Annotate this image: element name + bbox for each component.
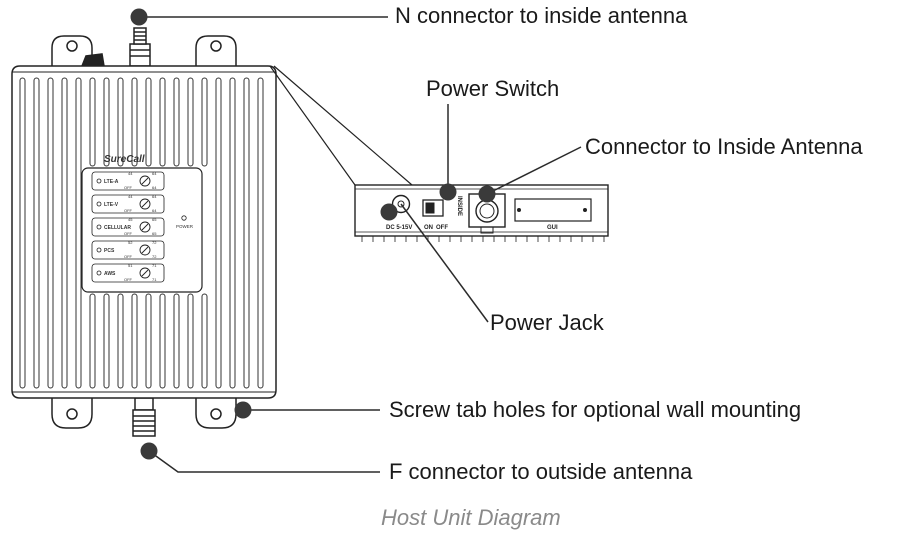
- dot-n-connector: [130, 8, 148, 26]
- band-hi-label: 72: [152, 240, 157, 245]
- dot-power-switch: [439, 183, 457, 201]
- band-hi-label: 64: [152, 194, 157, 199]
- on-label: ON: [424, 225, 433, 231]
- band-name: LTE-V: [104, 202, 119, 208]
- band-hi-label: 71: [152, 277, 157, 282]
- gui-port: [514, 198, 592, 222]
- callout-screw-tabs: Screw tab holes for optional wall mounti…: [389, 397, 802, 422]
- band-hi-label: 71: [152, 263, 157, 268]
- band-off-label: OFF: [124, 277, 133, 282]
- callout-power-jack: Power Jack: [490, 310, 604, 335]
- band-lo-label: 44: [128, 171, 133, 176]
- dot-f-connector: [140, 442, 158, 460]
- dot-inside-antenna: [478, 185, 496, 203]
- band-hi-label: 64: [152, 208, 157, 213]
- callout-connector-inside: Connector to Inside Antenna: [585, 134, 863, 159]
- band-lo-label: 45: [128, 217, 133, 222]
- off-label: OFF: [436, 225, 448, 231]
- mount-tab-bottom-right: [195, 398, 237, 429]
- band-led: [96, 224, 102, 230]
- power-led: [181, 215, 187, 221]
- band-led: [96, 178, 102, 184]
- top-switch: [81, 53, 105, 67]
- band-name: PCS: [104, 248, 115, 254]
- callout-n-connector: N connector to inside antenna: [395, 3, 688, 28]
- leader-lines: [139, 16, 582, 473]
- f-connector: [132, 397, 156, 437]
- gui-label: GUI: [547, 225, 558, 231]
- band-hi-label: 64: [152, 171, 157, 176]
- dc-label: DC 5-15V: [386, 225, 412, 231]
- band-led: [96, 270, 102, 276]
- band-name: LTE-A: [104, 179, 119, 185]
- surecall-logo: SureCall: [104, 154, 145, 165]
- band-lo-label: 51: [128, 263, 133, 268]
- inside-label: INSIDE: [456, 196, 462, 216]
- band-name: AWS: [104, 271, 116, 277]
- band-hi-label: 72: [152, 254, 157, 259]
- band-off-label: OFF: [124, 208, 133, 213]
- dot-screw-tabs: [234, 401, 252, 419]
- band-name: CELLULAR: [104, 225, 131, 231]
- callout-dots: [130, 8, 496, 460]
- band-led: [96, 247, 102, 253]
- n-connector: [129, 27, 151, 67]
- mount-tab-bottom-left: [51, 398, 93, 429]
- band-lo-label: 44: [128, 194, 133, 199]
- callout-f-connector: F connector to outside antenna: [389, 459, 693, 484]
- band-off-label: OFF: [124, 254, 133, 259]
- band-off-label: OFF: [124, 231, 133, 236]
- band-led: [96, 201, 102, 207]
- band-hi-label: 64: [152, 185, 157, 190]
- dot-power-jack: [380, 203, 398, 221]
- diagram-caption: Host Unit Diagram: [381, 505, 561, 530]
- band-hi-label: 65: [152, 217, 157, 222]
- band-off-label: OFF: [124, 185, 133, 190]
- power-label: POWER: [176, 224, 194, 229]
- band-hi-label: 65: [152, 231, 157, 236]
- callout-power-switch: Power Switch: [426, 76, 560, 101]
- heat-sink-fins: [19, 77, 264, 389]
- band-lo-label: 52: [128, 240, 133, 245]
